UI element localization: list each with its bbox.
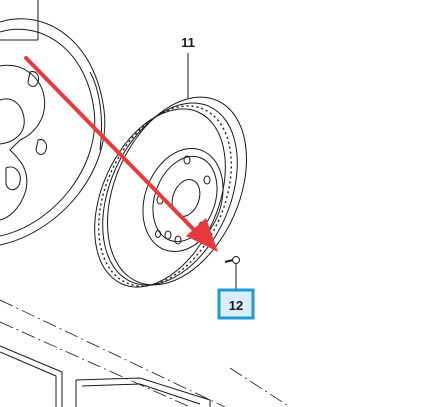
red-pointer-arrow xyxy=(24,56,218,252)
screw-part xyxy=(224,256,240,264)
callout-label-11: 11 xyxy=(181,35,195,50)
callout-box-12[interactable]: 12 xyxy=(217,288,255,320)
brake-disc xyxy=(94,96,247,288)
callout-label-12: 12 xyxy=(229,298,243,313)
lower-part-outline xyxy=(0,345,211,407)
dust-shield xyxy=(0,0,106,246)
construction-lines xyxy=(0,299,291,407)
